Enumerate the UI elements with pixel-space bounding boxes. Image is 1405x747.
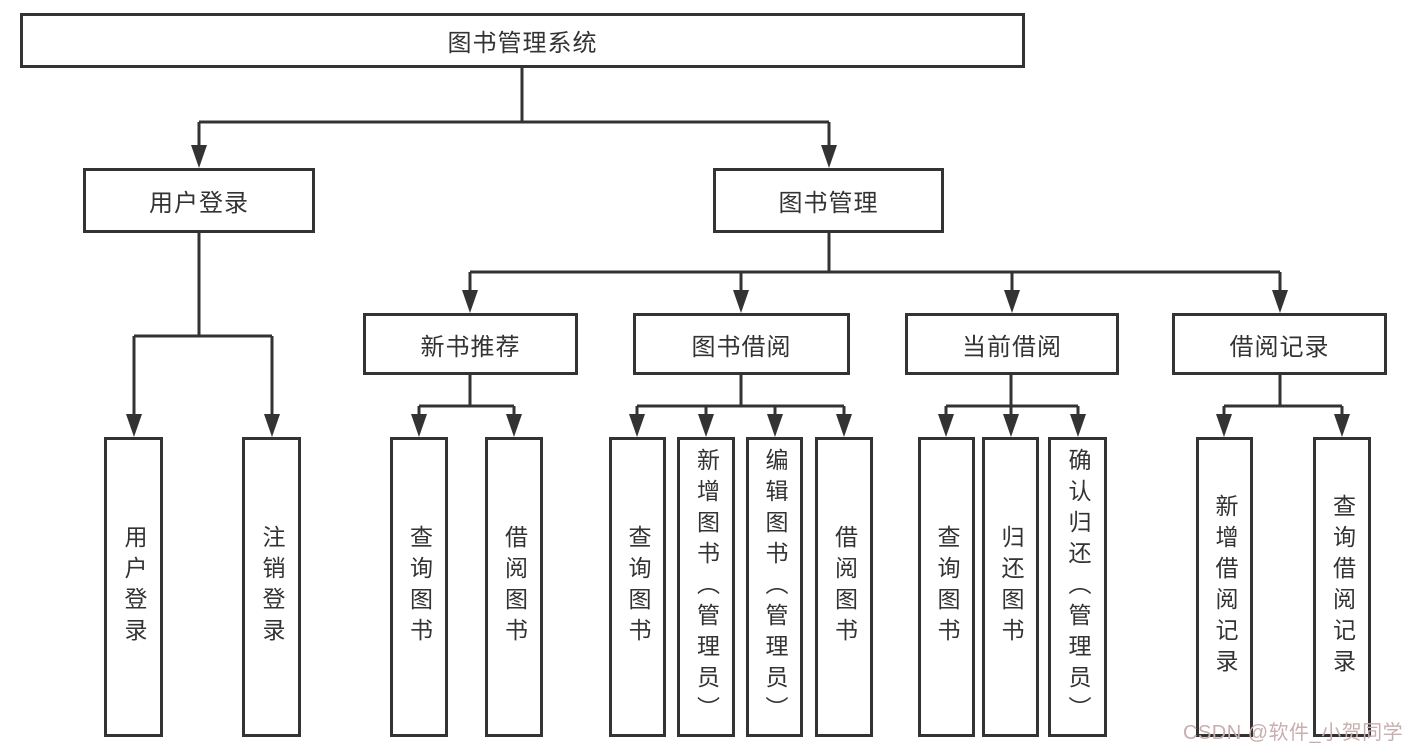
- node-book-management: 图书管理: [713, 168, 944, 233]
- leaf-recommend-query-book-label: 查询图书: [406, 525, 433, 649]
- connector-records-to-leaves: [1222, 375, 1344, 420]
- leaf-logout: 注销登录: [242, 437, 301, 737]
- node-book-management-label: 图书管理: [778, 190, 879, 217]
- connector-userlogin-to-leaves: [132, 233, 274, 420]
- node-current-borrow: 当前借阅: [905, 313, 1119, 375]
- node-new-book-recommend: 新书推荐: [363, 313, 578, 375]
- leaf-recommend-query-book: 查询图书: [390, 437, 448, 737]
- node-new-book-recommend-label: 新书推荐: [420, 333, 521, 361]
- leaf-add-borrow-record-label: 新增借阅记录: [1212, 494, 1238, 680]
- leaf-confirm-return-admin: 确认归还（管理员）: [1048, 437, 1107, 737]
- leaf-query-borrow-record: 查询借阅记录: [1313, 437, 1371, 737]
- node-user-login-label: 用户登录: [149, 190, 249, 217]
- connector-bookmgmt-to-level3: [468, 233, 1282, 295]
- node-book-borrow: 图书借阅: [633, 313, 850, 375]
- node-borrow-records-label: 借阅记录: [1229, 333, 1330, 361]
- leaf-borrow-book-label: 借阅图书: [831, 525, 858, 649]
- leaf-add-borrow-record: 新增借阅记录: [1196, 437, 1253, 737]
- node-current-borrow-label: 当前借阅: [962, 333, 1062, 361]
- leaf-recommend-borrow-book-label: 借阅图书: [501, 525, 528, 649]
- leaf-add-book-admin-label: 新增图书（管理员）: [693, 447, 720, 727]
- node-borrow-records: 借阅记录: [1172, 313, 1387, 375]
- node-root-label: 图书管理系统: [447, 30, 598, 57]
- leaf-confirm-return-admin-label: 确认归还（管理员）: [1065, 447, 1091, 727]
- connector-root-to-level2: [197, 68, 831, 150]
- leaf-borrow-book: 借阅图书: [815, 437, 873, 737]
- leaf-user-login: 用户登录: [104, 437, 163, 737]
- leaf-current-query-book: 查询图书: [918, 437, 975, 737]
- leaf-current-query-book-label: 查询图书: [934, 525, 960, 649]
- leaf-logout-label: 注销登录: [259, 525, 285, 649]
- leaf-edit-book-admin: 编辑图书（管理员）: [746, 437, 803, 737]
- connector-borrow-to-leaves: [635, 375, 846, 420]
- leaf-add-book-admin: 新增图书（管理员）: [677, 437, 735, 737]
- node-book-borrow-label: 图书借阅: [691, 333, 792, 361]
- leaf-query-borrow-record-label: 查询借阅记录: [1329, 494, 1356, 680]
- leaf-edit-book-admin-label: 编辑图书（管理员）: [762, 447, 788, 727]
- connector-current-to-leaves: [944, 375, 1080, 420]
- leaf-return-book-label: 归还图书: [998, 525, 1024, 649]
- leaf-recommend-borrow-book: 借阅图书: [485, 437, 543, 737]
- leaf-borrow-query-book: 查询图书: [609, 437, 666, 737]
- node-user-login: 用户登录: [83, 168, 315, 233]
- watermark: CSDN @软件_小贺同学: [1183, 722, 1404, 744]
- node-root: 图书管理系统: [20, 13, 1025, 68]
- leaf-borrow-query-book-label: 查询图书: [625, 525, 651, 649]
- leaf-return-book: 归还图书: [982, 437, 1039, 737]
- connector-recommend-to-leaves: [417, 375, 516, 420]
- leaf-user-login-label: 用户登录: [121, 525, 147, 649]
